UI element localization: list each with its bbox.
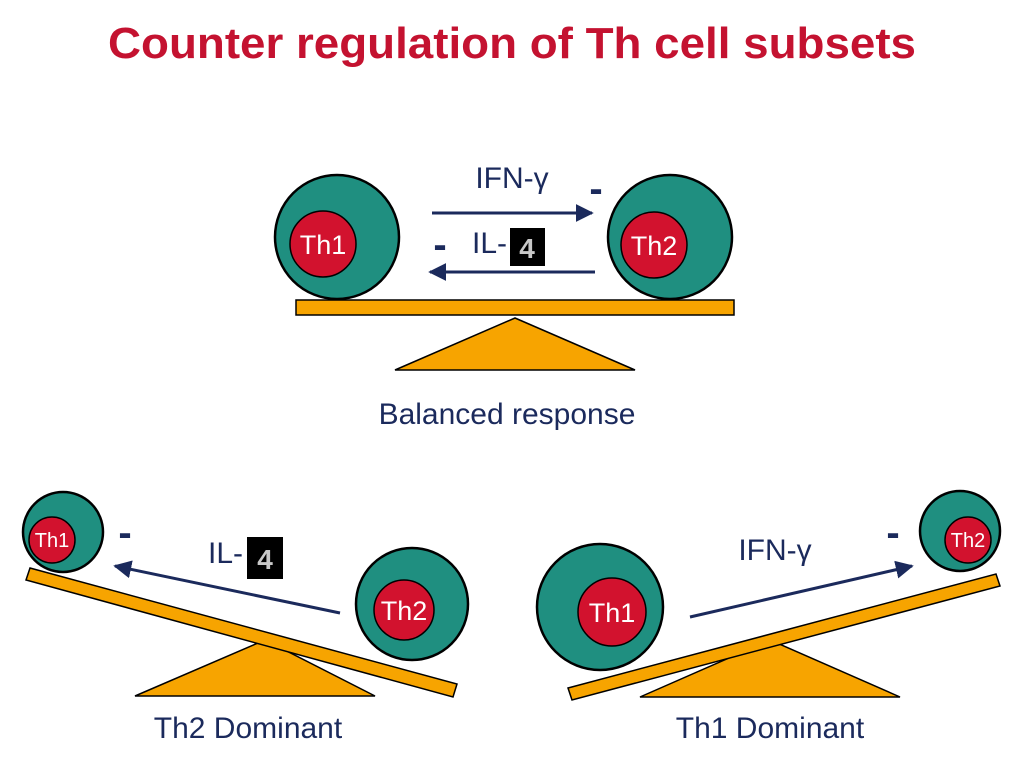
- balanced-th1-cell: Th1: [273, 173, 401, 301]
- balanced-fulcrum: [394, 317, 636, 371]
- th1-dominant-th1-cell: Th1: [535, 542, 665, 672]
- th1-dominant-beam: [567, 573, 1001, 701]
- th1-dominant-group: Th1 Th2 IFN-γ - Th1 Dominant: [535, 489, 1002, 745]
- il-label: IL-: [208, 537, 243, 570]
- balanced-beam: [295, 299, 735, 316]
- minus-sign: -: [589, 167, 602, 211]
- il-number: 4: [519, 233, 535, 264]
- minus-sign: -: [433, 223, 446, 267]
- th2-dominant-th1-cell: Th1: [21, 490, 105, 574]
- balanced-th2-cell: Th2: [606, 173, 734, 301]
- il-arrow: [113, 560, 341, 615]
- balanced-group: Th1 Th2 IFN-γ - IL- 4 - Balanced respons…: [273, 162, 735, 431]
- page-title: Counter regulation of Th cell subsets: [108, 19, 916, 68]
- th1-dominant-th2-cell: Th2: [918, 489, 1002, 573]
- cell-nucleus: [577, 577, 647, 647]
- balanced-caption: Balanced response: [379, 398, 636, 431]
- cell-nucleus: [373, 579, 435, 641]
- cell-label: Th1: [300, 230, 347, 260]
- ifn-gamma-label: IFN-γ: [475, 162, 548, 195]
- th2-dominant-beam: [25, 567, 458, 698]
- th2-dominant-group: Th1 Th2 - IL- 4 Th2 Dominant: [21, 490, 470, 745]
- cell-nucleus: [28, 516, 76, 564]
- cell-nucleus: [620, 211, 688, 279]
- il-number-box: [247, 537, 283, 579]
- il-label: IL-: [472, 227, 507, 260]
- minus-sign: -: [118, 511, 131, 555]
- th2-dominant-caption: Th2 Dominant: [154, 712, 343, 745]
- cell-nucleus: [944, 516, 992, 564]
- cell-label: Th2: [381, 596, 428, 626]
- cell-label: Th2: [951, 530, 985, 552]
- th2-dominant-fulcrum: [134, 639, 376, 697]
- il-number-box: [510, 228, 545, 266]
- il-number: 4: [257, 544, 273, 575]
- cell-nucleus: [289, 210, 357, 278]
- minus-sign: -: [886, 511, 899, 555]
- ifn-arrow: [689, 560, 914, 619]
- cell-label: Th1: [35, 530, 69, 552]
- th1-dominant-caption: Th1 Dominant: [676, 712, 865, 745]
- cell-label: Th2: [631, 231, 678, 261]
- ifn-gamma-label: IFN-γ: [738, 534, 811, 567]
- th1-dominant-fulcrum: [639, 639, 901, 698]
- th2-dominant-th2-cell: Th2: [354, 546, 470, 662]
- cell-label: Th1: [589, 598, 636, 628]
